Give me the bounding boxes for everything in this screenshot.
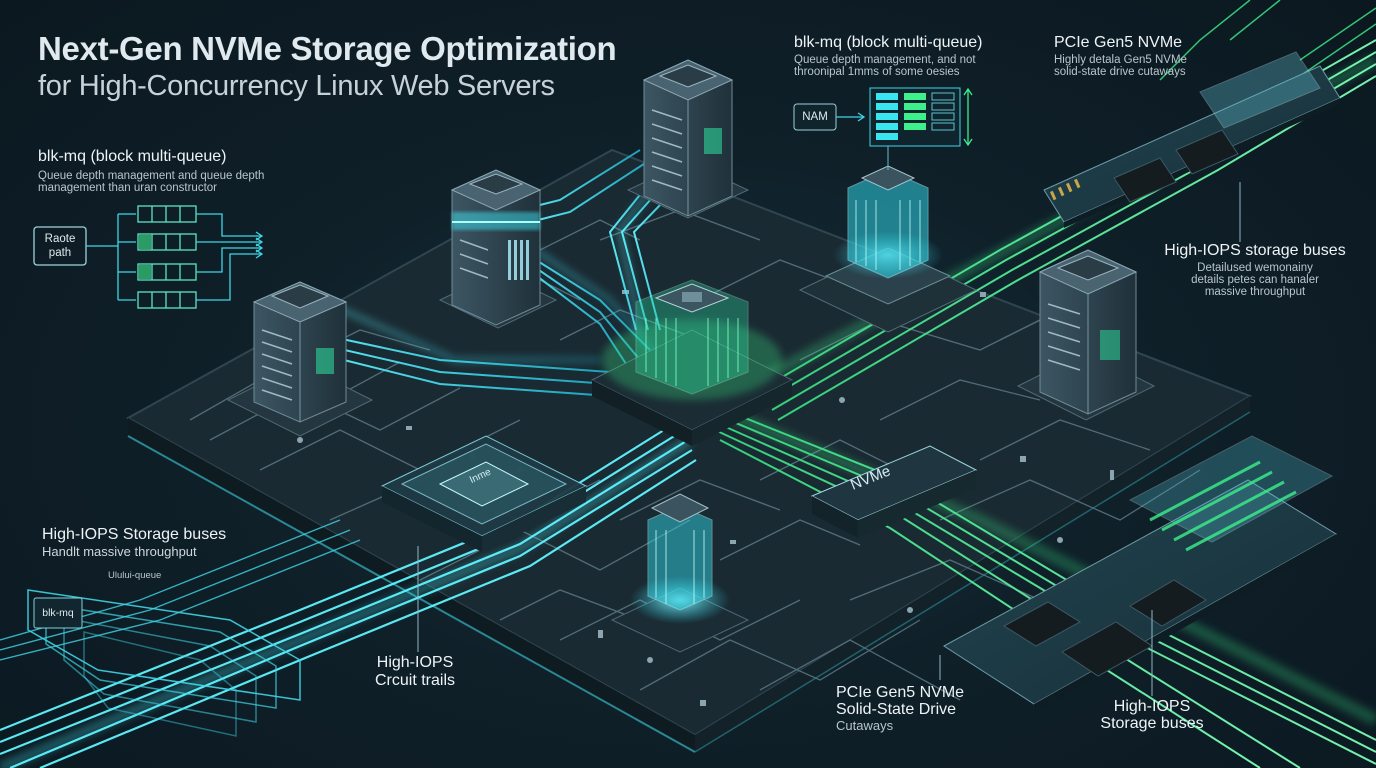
top-center-heading: blk-mq (block multi-queue) (794, 34, 983, 51)
nvme-module (810, 445, 978, 538)
drive-line-3: Cutaways (836, 718, 894, 733)
queue-diagram-top (793, 87, 973, 170)
cyan-data-bus-lower (0, 419, 697, 768)
path-label-1: Raote (44, 233, 76, 245)
top-right-desc-2: solid-state drive cutaways (1054, 66, 1186, 78)
central-processor (590, 279, 794, 446)
top-right-desc-1: Highly detala Gen5 NVMe (1054, 54, 1187, 66)
server-tower-top-center (626, 59, 750, 219)
right-mid-desc-3: massive throughput (1204, 286, 1306, 298)
right-mid-heading: High-IOPS storage buses (1164, 242, 1346, 259)
blk-mq-label: blk-mq (42, 607, 74, 619)
callout-leaders (417, 182, 1241, 696)
left-bottom-desc: Handlt massive throughput (42, 544, 197, 559)
left-top-desc-2: management than uran constructor (38, 182, 217, 194)
server-tower-top-left (438, 169, 558, 329)
drive-line-2: Solid-State Drive (836, 701, 957, 718)
top-right-heading: PCIe Gen5 NVMe (1054, 34, 1183, 51)
bus-line-2: Storage buses (1100, 715, 1204, 732)
nam-label: NAM (802, 111, 828, 123)
left-bottom-heading: High-IOPS Storage buses (42, 526, 227, 543)
glowing-controller-bottom (610, 493, 750, 653)
server-tower-left (226, 281, 374, 437)
top-center-desc-1: Queue depth management, and not (794, 54, 976, 66)
right-mid-desc-2: details petes can hanaler (1191, 274, 1319, 286)
right-mid-desc-1: Detailused wemonainy (1197, 262, 1313, 274)
drive-line-1: PCIe Gen5 NVMe (836, 684, 965, 701)
path-label-2: path (48, 247, 72, 259)
center-bottom-line-1: High-IOPS (376, 654, 454, 671)
page-title: Next-Gen NVMe Storage Optimization (38, 30, 617, 67)
blk-mq-label-box (33, 597, 83, 629)
blk-mq-stack (27, 589, 301, 737)
multi-queue-tag: Ulului-queue (108, 570, 162, 581)
page-subtitle: for High-Concurrency Linux Web Servers (38, 70, 555, 102)
left-top-desc-1: Queue depth management and queue depth (38, 170, 265, 182)
left-top-heading: blk-mq (block multi-queue) (38, 148, 227, 165)
top-center-desc-2: throonipal 1mms of some oesies (794, 66, 960, 78)
glass-chip-module (380, 435, 588, 552)
ssd-drive-top (1043, 51, 1341, 228)
queue-diagram-left (33, 205, 264, 309)
server-tower-right (1016, 249, 1156, 421)
bus-line-1: High-IOPS (1113, 698, 1191, 715)
ssd-drive-bottom (943, 435, 1337, 712)
center-bottom-line-2: Crcuit trails (374, 672, 455, 689)
glowing-controller-top-right (798, 165, 978, 333)
